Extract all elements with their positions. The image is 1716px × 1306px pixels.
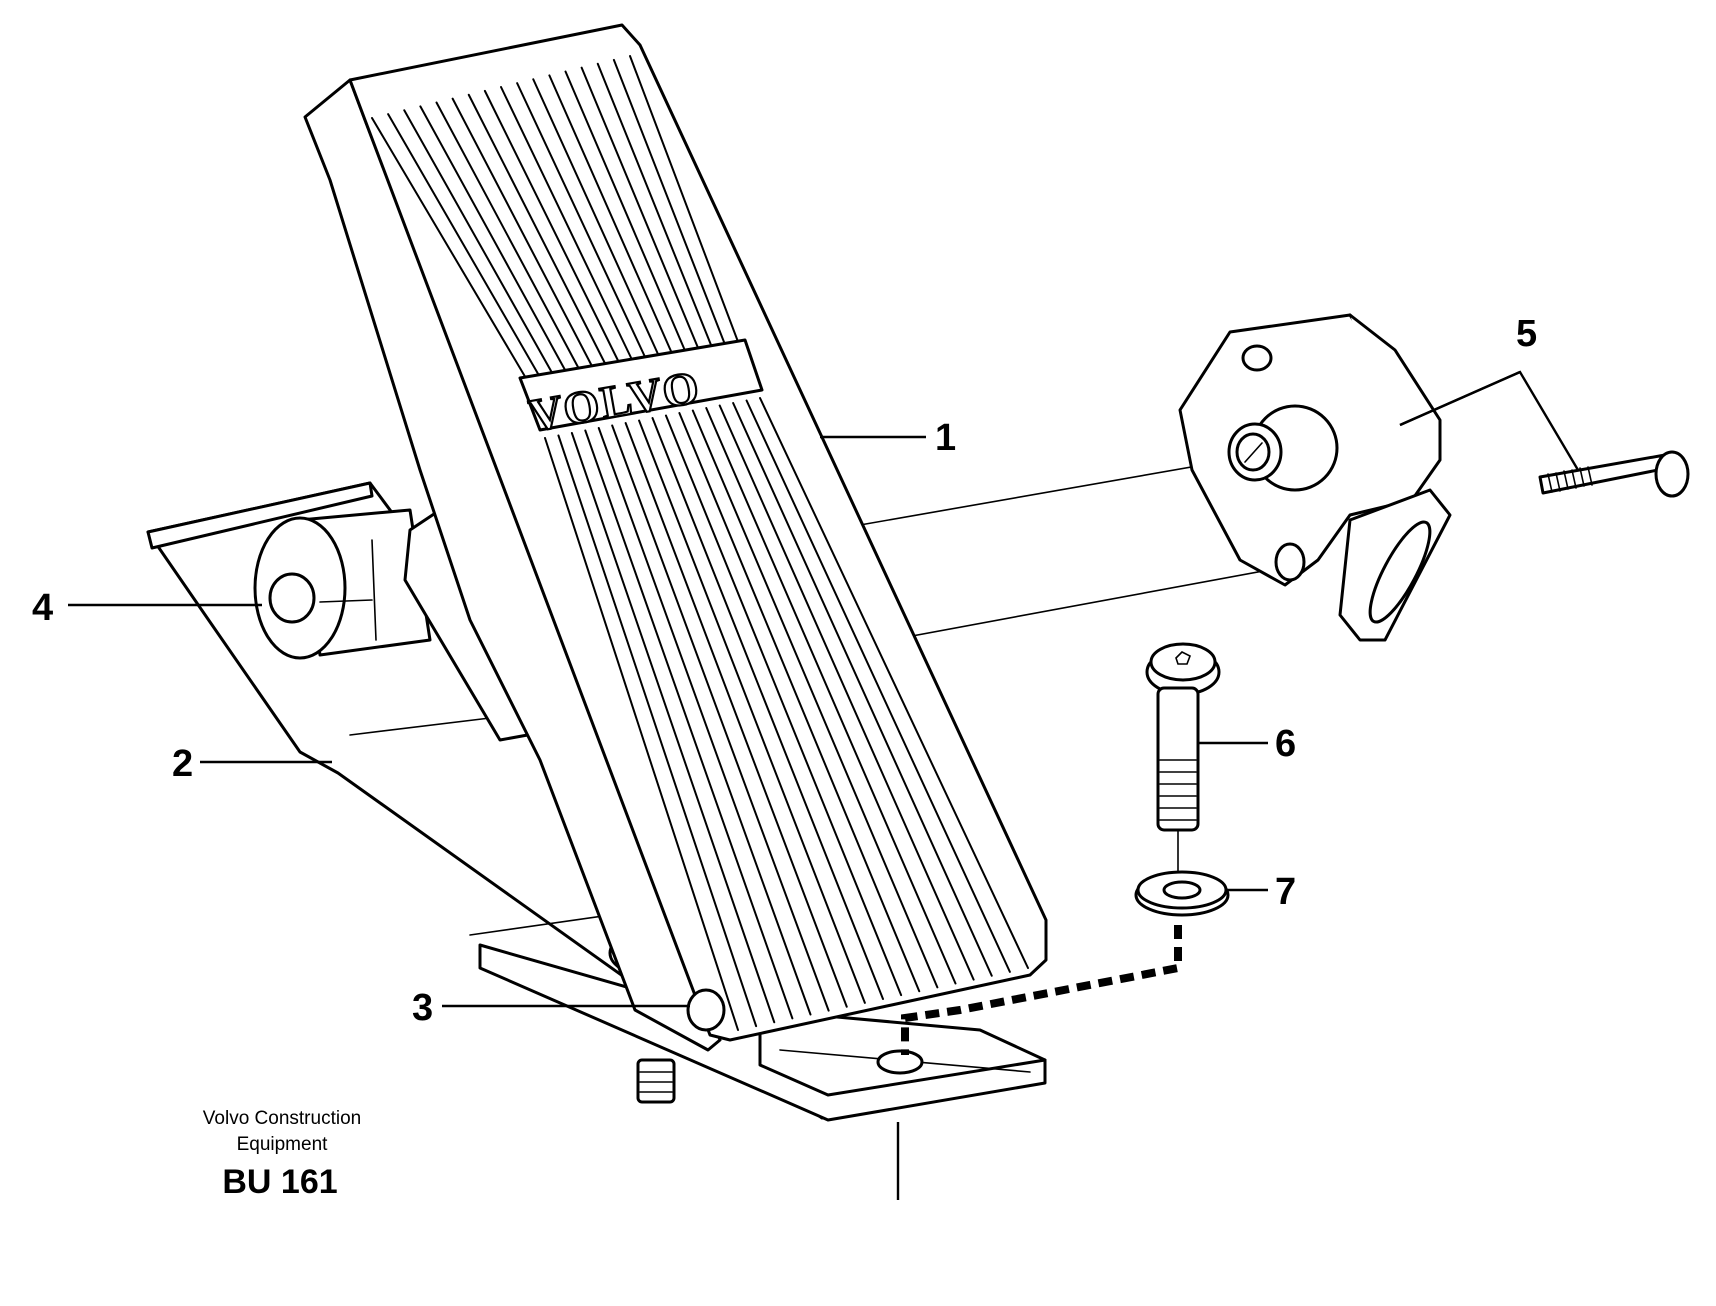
pedal-rib (596, 62, 715, 353)
callout-6: 6 (1275, 723, 1296, 765)
pedal-rib (705, 407, 957, 985)
pivot-roller (253, 508, 432, 660)
pedal-rib (483, 89, 623, 370)
pedal-rib (629, 55, 741, 348)
pedal-rib (638, 419, 866, 1004)
pedal-rib (611, 424, 830, 1012)
pedal-pad: VOLVO (303, 23, 1048, 1052)
pedal-rib (718, 404, 975, 981)
callout-7: 7 (1275, 871, 1296, 913)
caption-code: BU 161 (222, 1163, 337, 1201)
pedal-rib (745, 399, 1011, 973)
pedal-rib (451, 97, 597, 375)
pedal-rib (732, 402, 993, 977)
pedal-rib (371, 117, 531, 386)
pedal-rib (651, 417, 884, 1000)
pedal-rib (516, 82, 650, 365)
pedal-rib (403, 109, 558, 382)
caption-line-2: Equipment (237, 1134, 329, 1155)
sensor-screw (1538, 450, 1690, 498)
pedal-rib (580, 66, 702, 356)
pedal-rib (624, 422, 848, 1008)
pedal-rib (435, 101, 584, 377)
position-sensor (1178, 313, 1452, 642)
pedal-rib (691, 409, 939, 989)
pedal-rib (664, 414, 903, 997)
pedal-rib (564, 70, 689, 358)
callout-5: 5 (1516, 313, 1537, 355)
callout-3: 3 (412, 987, 433, 1029)
callout-2: 2 (172, 743, 193, 785)
pedal-rib (678, 412, 921, 993)
pedal-rib (544, 437, 739, 1031)
pedal-rib (548, 74, 676, 360)
pedal-screw (1145, 642, 1221, 881)
pedal-rib (584, 429, 794, 1020)
washer (1134, 870, 1230, 917)
assembly-path (901, 925, 1182, 1055)
pedal-rib (500, 86, 636, 367)
callout-1: 1 (935, 417, 956, 459)
callout-4: 4 (32, 587, 53, 629)
pedal-rib (759, 397, 1029, 969)
caption-line-1: Volvo Construction (203, 1108, 361, 1129)
pedal-rib (467, 93, 610, 372)
pedal-rib (597, 427, 812, 1016)
pedal-rib (570, 432, 776, 1024)
leader-lines (68, 370, 1580, 1008)
stud-bolt (636, 1058, 676, 1104)
pedal-rib (557, 434, 758, 1028)
pedal-rib (532, 78, 663, 363)
pedal-rib (612, 58, 728, 351)
pedal-rib (387, 113, 545, 384)
pedal-rib (419, 105, 571, 379)
